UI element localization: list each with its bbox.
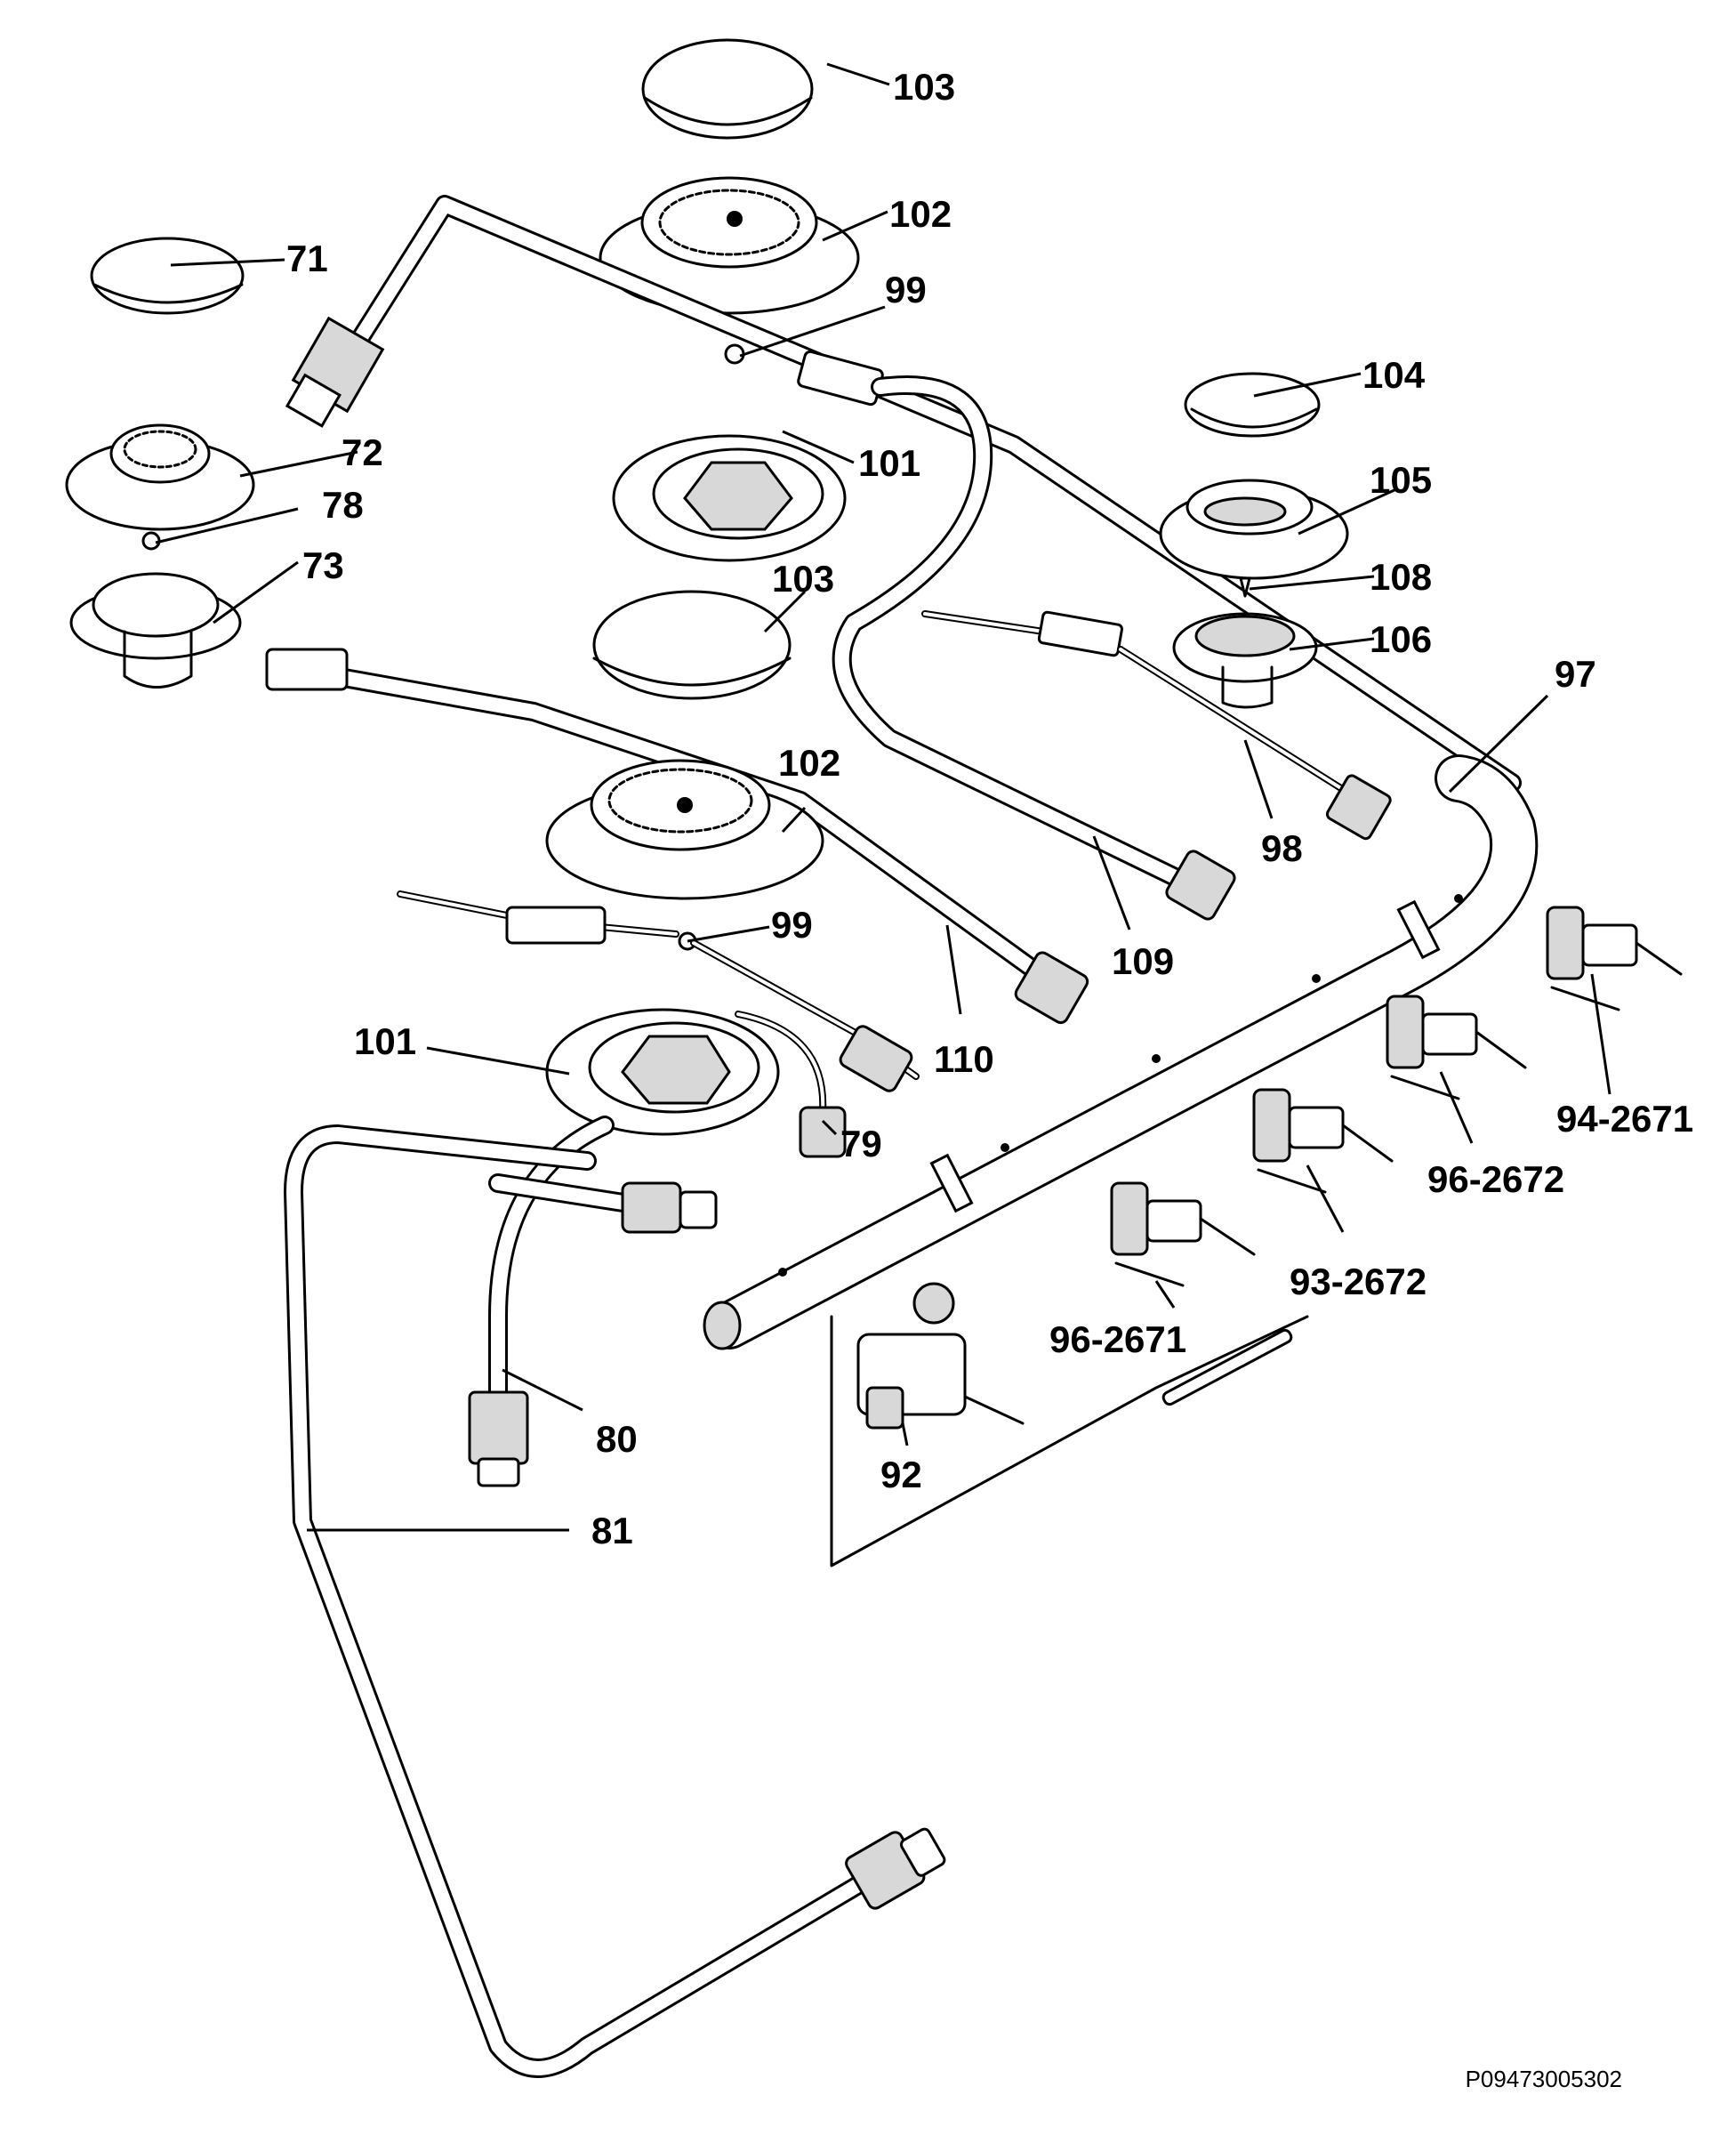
callout-73: 73 — [302, 544, 344, 586]
gas-manifold-97[interactable] — [703, 754, 1539, 1350]
callout-97: 97 — [1555, 653, 1596, 695]
callout-96-2671: 96-2671 — [1049, 1318, 1186, 1360]
tube-fitting-99-top[interactable] — [797, 350, 884, 407]
burner-cap-103-mid[interactable] — [592, 590, 792, 700]
injector-tube-98[interactable] — [921, 610, 1392, 841]
callout-103-mid: 103 — [772, 558, 834, 600]
callout-106: 106 — [1370, 618, 1432, 660]
burner-crown-101-top[interactable] — [612, 434, 847, 562]
callout-102-top: 102 — [889, 193, 952, 235]
gas-tube-110[interactable] — [265, 648, 1090, 1025]
callout-labels: 103 102 71 99 104 72 101 78 105 73 103 1… — [286, 66, 1693, 1551]
tube-fitting-top-left[interactable] — [285, 316, 385, 428]
callout-81: 81 — [591, 1510, 633, 1551]
callout-101-top: 101 — [858, 442, 920, 484]
burner-cap-103-top[interactable] — [641, 38, 814, 140]
burner-head-105[interactable] — [1159, 479, 1349, 580]
callout-109: 109 — [1112, 940, 1174, 982]
gas-tube-109[interactable] — [832, 375, 1237, 922]
thermocouple-lead[interactable] — [830, 1315, 1309, 1567]
callout-99-top: 99 — [885, 269, 927, 310]
callout-71: 71 — [286, 238, 328, 279]
callout-99-mid: 99 — [771, 904, 813, 946]
burner-base-73[interactable] — [69, 572, 242, 689]
callout-103-top: 103 — [893, 66, 955, 108]
burner-head-102-top[interactable] — [599, 176, 860, 315]
callout-105: 105 — [1370, 459, 1432, 501]
callout-72: 72 — [342, 431, 383, 473]
gas-tube-front-fitting[interactable] — [488, 1173, 718, 1234]
pin-108[interactable] — [1239, 576, 1251, 598]
screw-78[interactable] — [141, 531, 161, 551]
burner-base-106[interactable] — [1172, 612, 1318, 709]
burner-crown-101-low[interactable] — [545, 1008, 780, 1136]
callout-108: 108 — [1370, 556, 1432, 598]
callout-79: 79 — [840, 1123, 882, 1164]
gas-tube-81[interactable] — [284, 1124, 946, 2078]
parts-drawing — [65, 38, 1683, 2078]
leader-lines — [155, 62, 1611, 1532]
callout-93-2672: 93-2672 — [1290, 1261, 1427, 1302]
gas-tap-96-2671[interactable] — [1110, 1181, 1256, 1287]
burner-cap-71[interactable] — [90, 237, 245, 315]
gas-tube-80[interactable] — [468, 1116, 615, 1487]
burner-head-102-mid[interactable] — [545, 759, 824, 900]
callout-110: 110 — [934, 1038, 994, 1080]
callout-98: 98 — [1261, 827, 1303, 869]
callout-96-2672: 96-2672 — [1427, 1158, 1564, 1200]
drawing-code: P09473005302 — [1466, 2066, 1622, 2092]
callout-101-low: 101 — [354, 1020, 416, 1062]
gas-tap-96-2672[interactable] — [1386, 995, 1527, 1100]
gas-tap-94-2671[interactable] — [1546, 906, 1683, 1011]
burner-cap-104[interactable] — [1184, 372, 1321, 438]
callout-104: 104 — [1362, 354, 1426, 396]
callout-92: 92 — [880, 1454, 922, 1495]
injector-tube-99-mid[interactable] — [397, 890, 920, 1093]
callout-94-2671: 94-2671 — [1556, 1098, 1693, 1140]
fitting-79[interactable] — [735, 1011, 847, 1158]
gas-tap-93-2672[interactable] — [1252, 1088, 1394, 1194]
callout-78: 78 — [322, 484, 364, 526]
callout-80: 80 — [596, 1418, 638, 1460]
burner-head-72[interactable] — [65, 423, 255, 531]
thermostat-valve-92[interactable] — [856, 1282, 1025, 1430]
screw-99-top[interactable] — [724, 343, 745, 365]
callout-102-mid: 102 — [778, 742, 840, 784]
